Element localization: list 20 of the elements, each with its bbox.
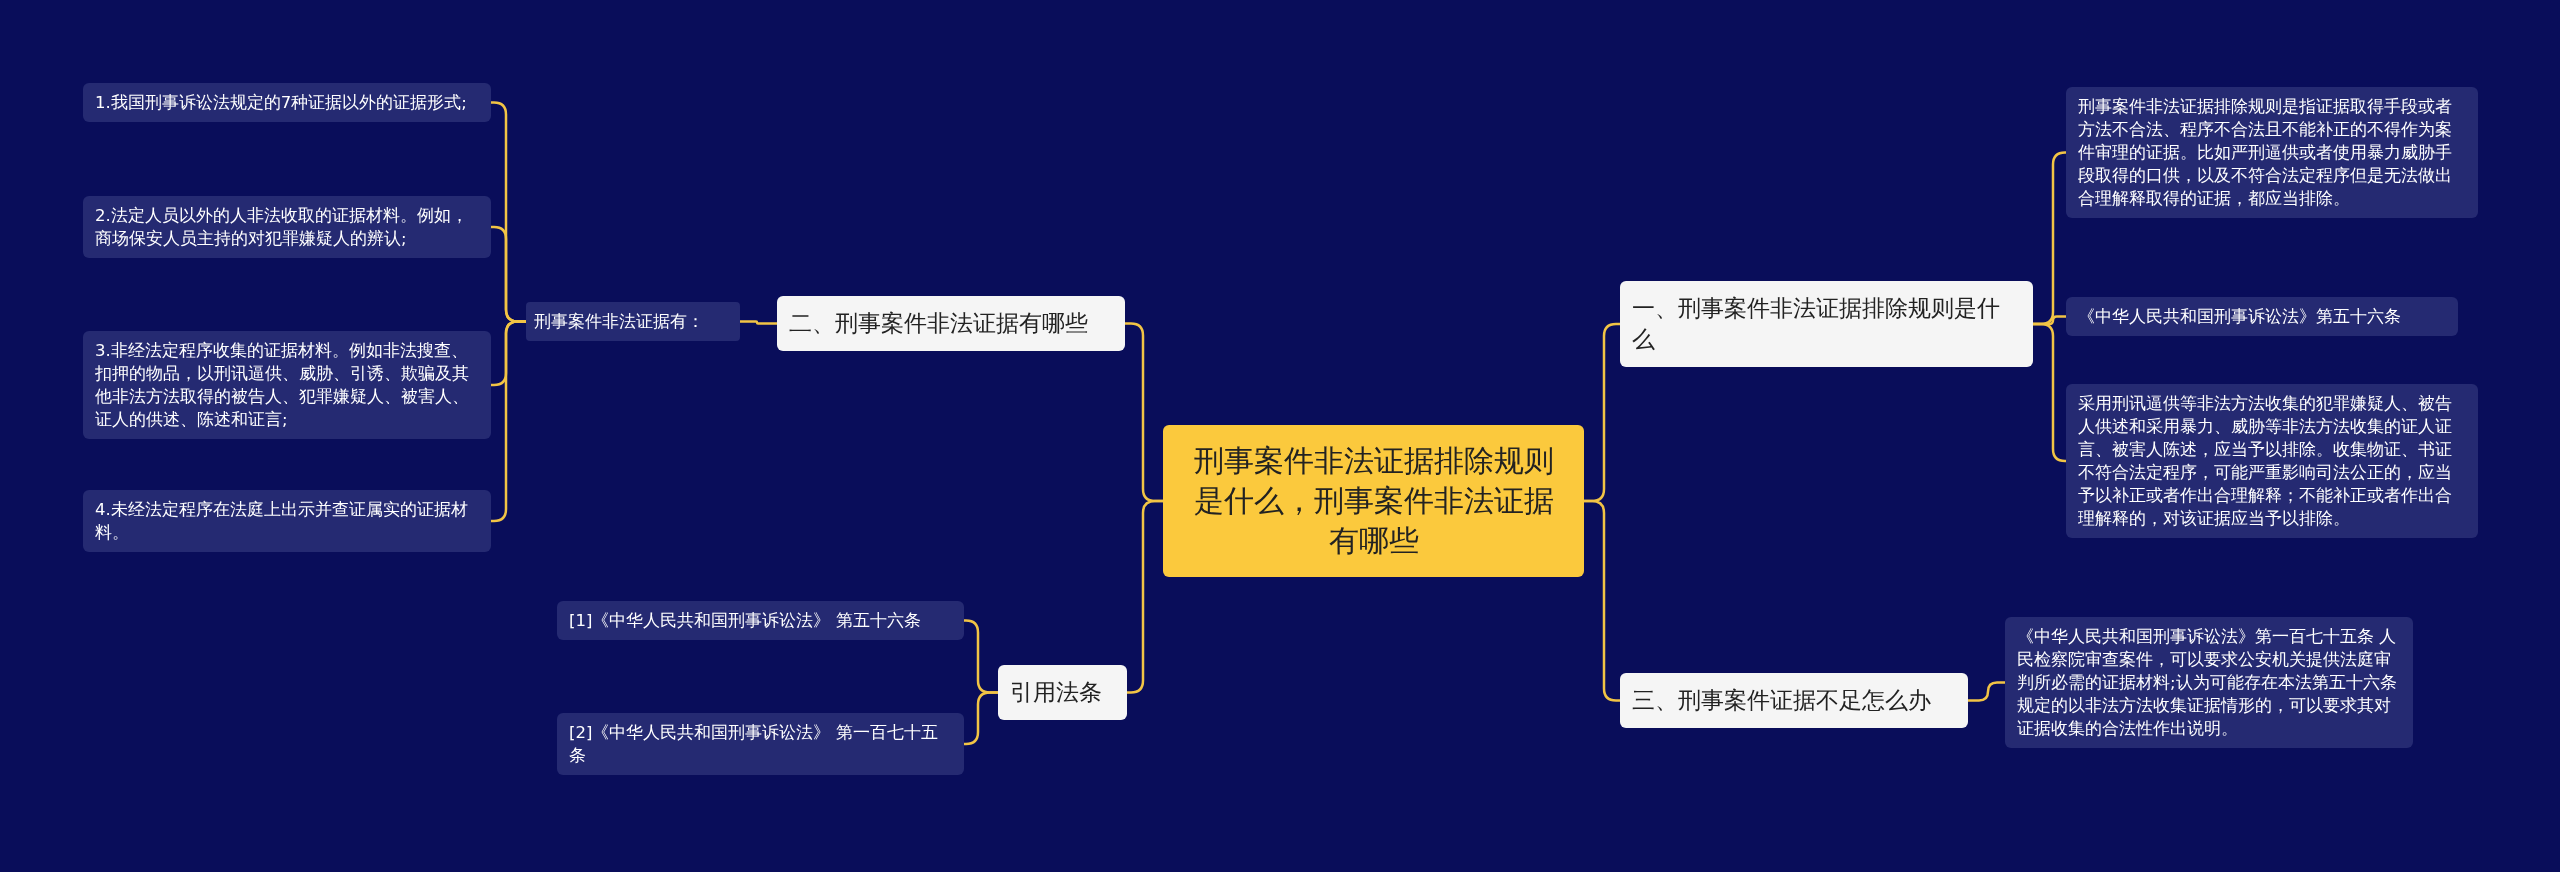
connector-line [2033,322,2067,463]
topic-box: 二、刑事案件非法证据有哪些 [777,296,1125,351]
subtopic-label: 刑事案件非法证据有： [526,302,740,341]
topic-box: 一、刑事案件非法证据排除规则是什么 [1620,281,2033,367]
note-card: 2.法定人员以外的人非法收取的证据材料。例如，商场保安人员主持的对犯罪嫌疑人的辨认; [83,196,491,258]
topic-box: 引用法条 [998,665,1127,720]
note-card: 1.我国刑事诉讼法规定的7种证据以外的证据形式; [83,83,491,122]
central-topic: 刑事案件非法证据排除规则是什么，刑事案件非法证据有哪些 [1163,425,1584,577]
topic-box: 三、刑事案件证据不足怎么办 [1620,673,1968,728]
note-card: 《中华人民共和国刑事诉讼法》第五十六条 [2066,297,2458,336]
note-card: 采用刑讯逼供等非法方法收集的犯罪嫌疑人、被告人供述和采用暴力、威胁等非法方法收集的证人证言、被害人陈述，应当予以排除。收集物证、书证不符合法定程序，可能严重影响司法公正的，应当予以补正或者作出合理解释；不能补正或者作出合理解释的，对该证据应当予以排除。 [2066,384,2478,538]
connector-line [740,320,777,325]
note-card: 刑事案件非法证据排除规则是指证据取得手段或者方法不合法、程序不合法且不能补正的不得作为案件审理的证据。比如严刑逼供或者使用暴力威胁手段取得的口供，以及不符合法定程序但是无法做出合理解释取得的证据，都应当排除。 [2066,87,2478,218]
note-card: 《中华人民共和国刑事诉讼法》第一百七十五条 人民检察院审查案件，可以要求公安机关提供法庭审判所必需的证据材料;认为可能存在本法第五十六条规定的以非法方法收集证据情形的，可以要求其对证据收集的合法性作出说明。 [2005,617,2413,748]
note-card: 3.非经法定程序收集的证据材料。例如非法搜查、扣押的物品，以刑讯逼供、威胁、引诱、欺骗及其他非法方法取得的被告人、犯罪嫌疑人、被害人、证人的供述、陈述和证言; [83,331,491,439]
note-card: 4.未经法定程序在法庭上出示并查证属实的证据材料。 [83,490,491,552]
connector-line [1968,681,2005,702]
note-card: [1]《中华人民共和国刑事诉讼法》 第五十六条 [557,601,964,640]
note-card: [2]《中华人民共和国刑事诉讼法》 第一百七十五条 [557,713,964,775]
connector-line [964,691,998,746]
